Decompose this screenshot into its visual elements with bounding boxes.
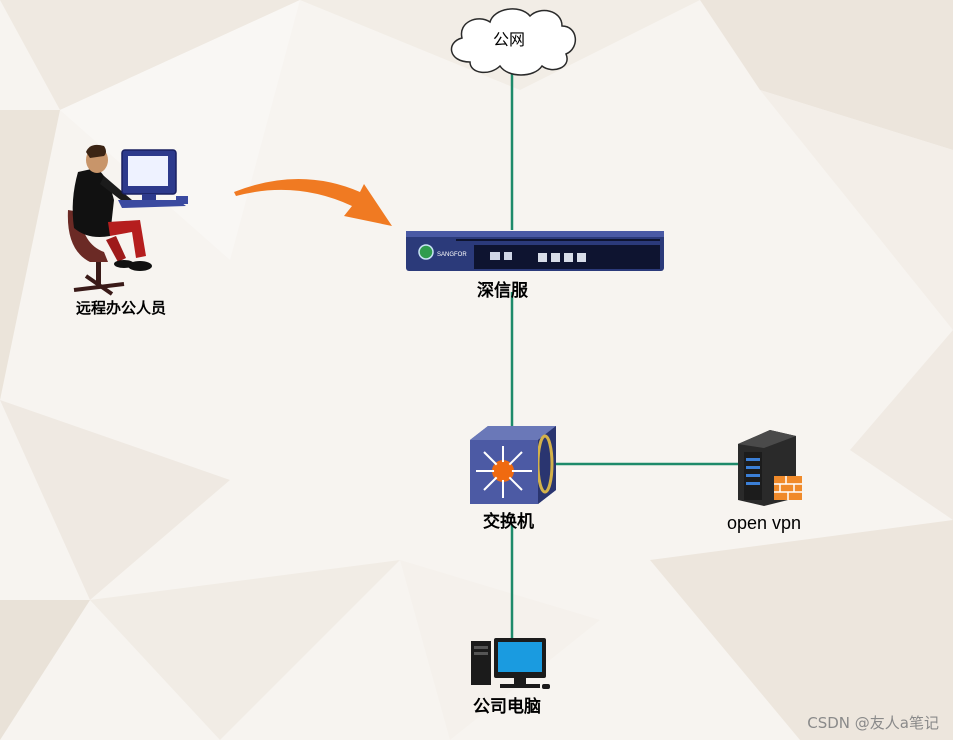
switch-label: 交换机 (483, 512, 534, 532)
firewall-brand-text: SANGFOR (437, 252, 467, 258)
company-pc-icon (471, 638, 550, 689)
links (510, 72, 740, 640)
cloud-label: 公网 (493, 30, 526, 49)
switch-icon (470, 426, 556, 504)
watermark-text: CSDN @友人a笔记 (807, 714, 939, 732)
firewall-device-icon: SANGFOR (406, 231, 664, 271)
company-pc-label: 公司电脑 (473, 697, 541, 717)
cloud-icon (450, 8, 576, 76)
firewall-label: 深信服 (477, 281, 528, 301)
vpn-server-label: open vpn (727, 513, 802, 533)
remote-worker-label: 远程办公人员 (76, 299, 167, 317)
remote-worker-icon (67, 144, 188, 296)
vpn-server-icon (738, 430, 802, 506)
arrow-icon (234, 179, 392, 226)
